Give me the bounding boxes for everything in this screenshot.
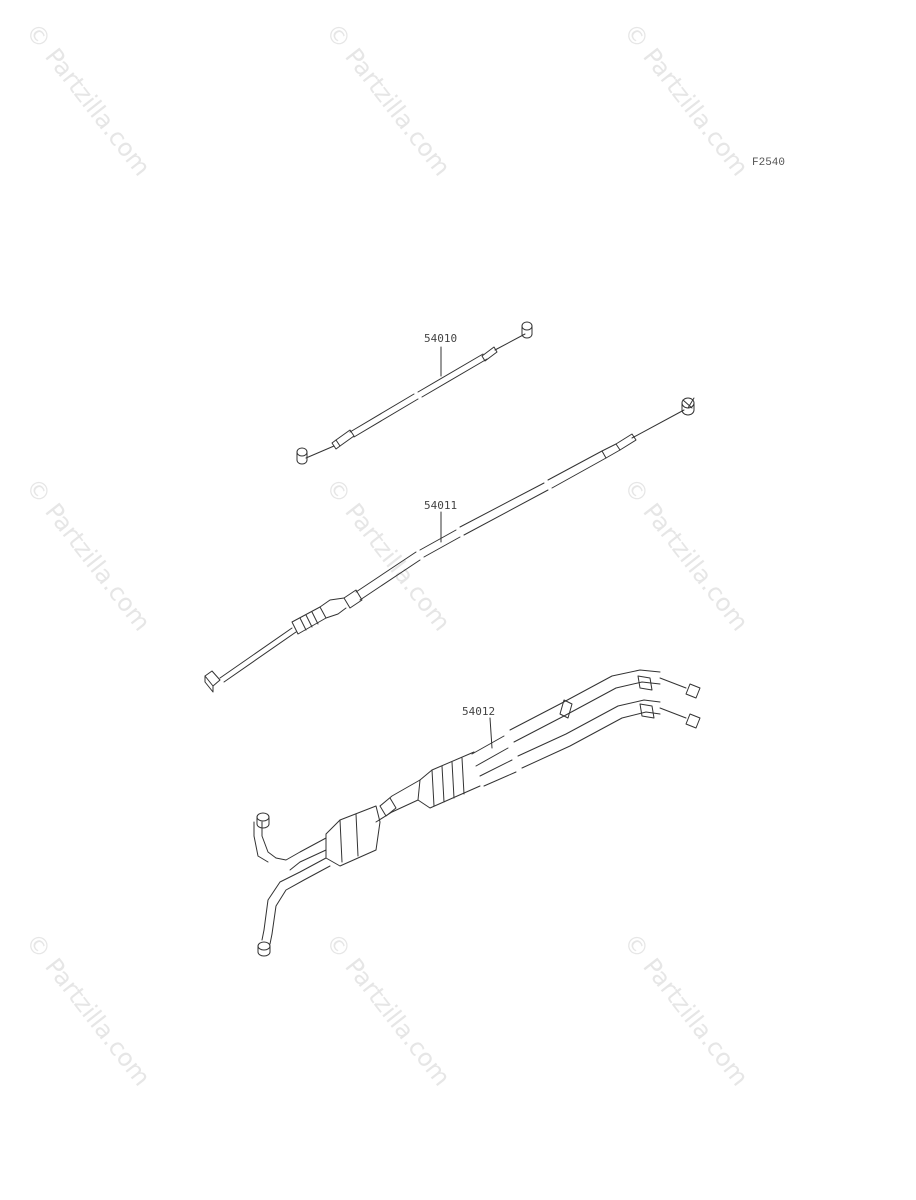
cable-54011[interactable]: [204, 397, 695, 693]
part-number-54012[interactable]: 54012: [462, 705, 496, 718]
part-number-54011[interactable]: 54011: [424, 499, 458, 512]
figure-code: F2540: [752, 157, 786, 169]
leader-line: [489, 717, 493, 749]
cable-54010[interactable]: [296, 321, 533, 465]
part-number-54010[interactable]: 54010: [424, 332, 458, 345]
cable-54012[interactable]: [253, 669, 701, 957]
